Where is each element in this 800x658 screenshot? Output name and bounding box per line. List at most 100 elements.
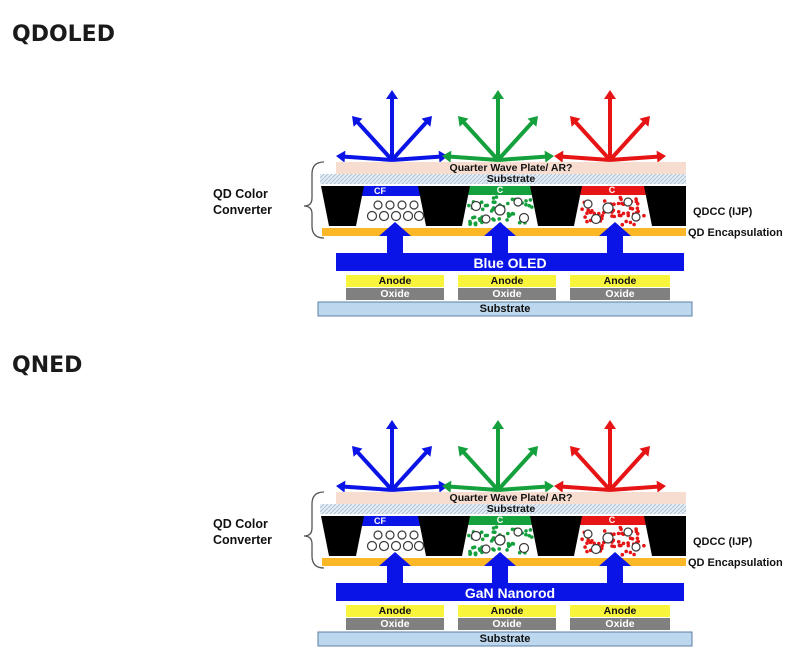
red-quantum-dot (612, 202, 616, 206)
blue-emission-ray (343, 154, 393, 162)
scatter-particle (583, 199, 593, 209)
red-quantum-dot (586, 208, 590, 212)
anode-label: Anode (379, 275, 412, 287)
red-quantum-dot (600, 544, 604, 548)
red-cell-color-filter (578, 186, 646, 195)
red-quantum-dot (620, 552, 625, 557)
encapsulation-label: QD Encapsulation (688, 227, 783, 239)
red-quantum-dot (620, 201, 624, 206)
green-quantum-dot (491, 526, 496, 530)
red-emission-ray (609, 154, 659, 162)
converter-label-line2: Converter (213, 203, 272, 217)
scatter-particle (590, 543, 602, 555)
red-quantum-dot (580, 537, 584, 541)
scatter-particle (623, 197, 633, 207)
black-bank (530, 516, 582, 556)
excitation-arrow (379, 222, 411, 256)
red-quantum-dot (610, 214, 614, 218)
scatter-particle (590, 213, 602, 225)
red-quantum-dot (624, 549, 628, 554)
blue-emission-ray (390, 120, 429, 162)
oxide-label: Oxide (605, 618, 634, 630)
green-quantum-dot (491, 206, 496, 210)
red-quantum-dot (628, 220, 633, 225)
red-quantum-dot (585, 211, 589, 215)
qdcc-label: QDCC (IJP) (693, 536, 753, 548)
green-emission-arrowhead (442, 150, 452, 163)
green-quantum-dot (468, 552, 472, 556)
green-emission-arrowhead (492, 90, 504, 99)
oxide-layer (570, 288, 670, 300)
converter-brace (303, 491, 325, 569)
green-emission-ray (461, 120, 500, 162)
red-quantum-dot (635, 202, 640, 206)
bottom-substrate-label: Substrate (480, 633, 531, 645)
red-quantum-dot (626, 211, 630, 215)
red-emission-arrowhead (570, 116, 581, 127)
anode-layer (570, 275, 670, 287)
top-substrate-label: Substrate (487, 503, 536, 515)
green-emission-arrowhead (527, 446, 538, 457)
red-quantum-dot (585, 541, 589, 545)
green-quantum-dot (524, 199, 528, 203)
excitation-arrow (599, 222, 631, 256)
green-quantum-dot (473, 551, 478, 556)
scatter-particle (409, 200, 419, 210)
oxide-label: Oxide (380, 288, 409, 300)
scatter-particle (366, 210, 378, 222)
green-quantum-dot (480, 537, 485, 542)
scatter-particle (378, 540, 390, 552)
red-emission-ray (561, 154, 611, 162)
quarter-wave-plate-label: Quarter Wave Plate/ AR? (450, 162, 573, 174)
red-quantum-dot (632, 552, 636, 557)
green-quantum-dot (524, 202, 528, 207)
green-quantum-dot (483, 533, 488, 538)
black-bank (644, 186, 686, 226)
green-emission-arrowhead (458, 116, 469, 127)
green-emission-arrowhead (458, 446, 469, 457)
scatter-particle (602, 202, 614, 214)
top-substrate-label: Substrate (487, 173, 536, 185)
green-emission-ray (496, 450, 535, 492)
green-quantum-dot (506, 201, 510, 206)
green-emission-ray (497, 154, 547, 162)
scatter-particle (373, 530, 383, 540)
converter-label-line1: QD Color (213, 517, 268, 531)
red-emission-arrowhead (656, 480, 666, 493)
red-cell-color-filter (578, 516, 646, 525)
excitation-arrow (379, 552, 411, 586)
green-quantum-dot (497, 547, 502, 551)
red-emission-arrowhead (604, 90, 616, 99)
red-emission-ray (608, 120, 647, 162)
oxide-layer (346, 618, 444, 630)
section-title-qdoled: QDOLED (12, 22, 115, 47)
blue-emission-ray (391, 154, 441, 162)
red-quantum-dot (583, 215, 587, 219)
red-emission-arrowhead (639, 116, 650, 127)
black-bank (530, 186, 582, 226)
scatter-particle (513, 197, 523, 207)
green-quantum-dot (493, 200, 497, 204)
red-quantum-dot (635, 536, 640, 541)
red-emission-arrowhead (639, 446, 650, 457)
top-substrate-layer (320, 174, 686, 184)
green-cell-color-filter (466, 186, 534, 195)
red-quantum-dot (616, 531, 621, 536)
converter-label-line2: Converter (213, 533, 272, 547)
green-quantum-dot (524, 532, 528, 537)
red-quantum-dot (626, 213, 631, 218)
anode-layer (458, 605, 556, 617)
scatter-particle (583, 529, 593, 539)
blue-emission-ray (343, 484, 393, 492)
green-quantum-dot (528, 198, 533, 202)
red-emission-ray (561, 484, 611, 492)
red-emission-ray (573, 120, 612, 162)
green-quantum-dot (493, 530, 497, 534)
green-quantum-dot (508, 543, 512, 547)
green-quantum-dot (508, 213, 512, 217)
red-quantum-dot (580, 207, 584, 211)
blue-cell-color-filter (362, 186, 420, 196)
red-quantum-dot (590, 209, 594, 213)
red-quantum-dot (585, 219, 589, 224)
encapsulation-label: QD Encapsulation (688, 557, 783, 569)
